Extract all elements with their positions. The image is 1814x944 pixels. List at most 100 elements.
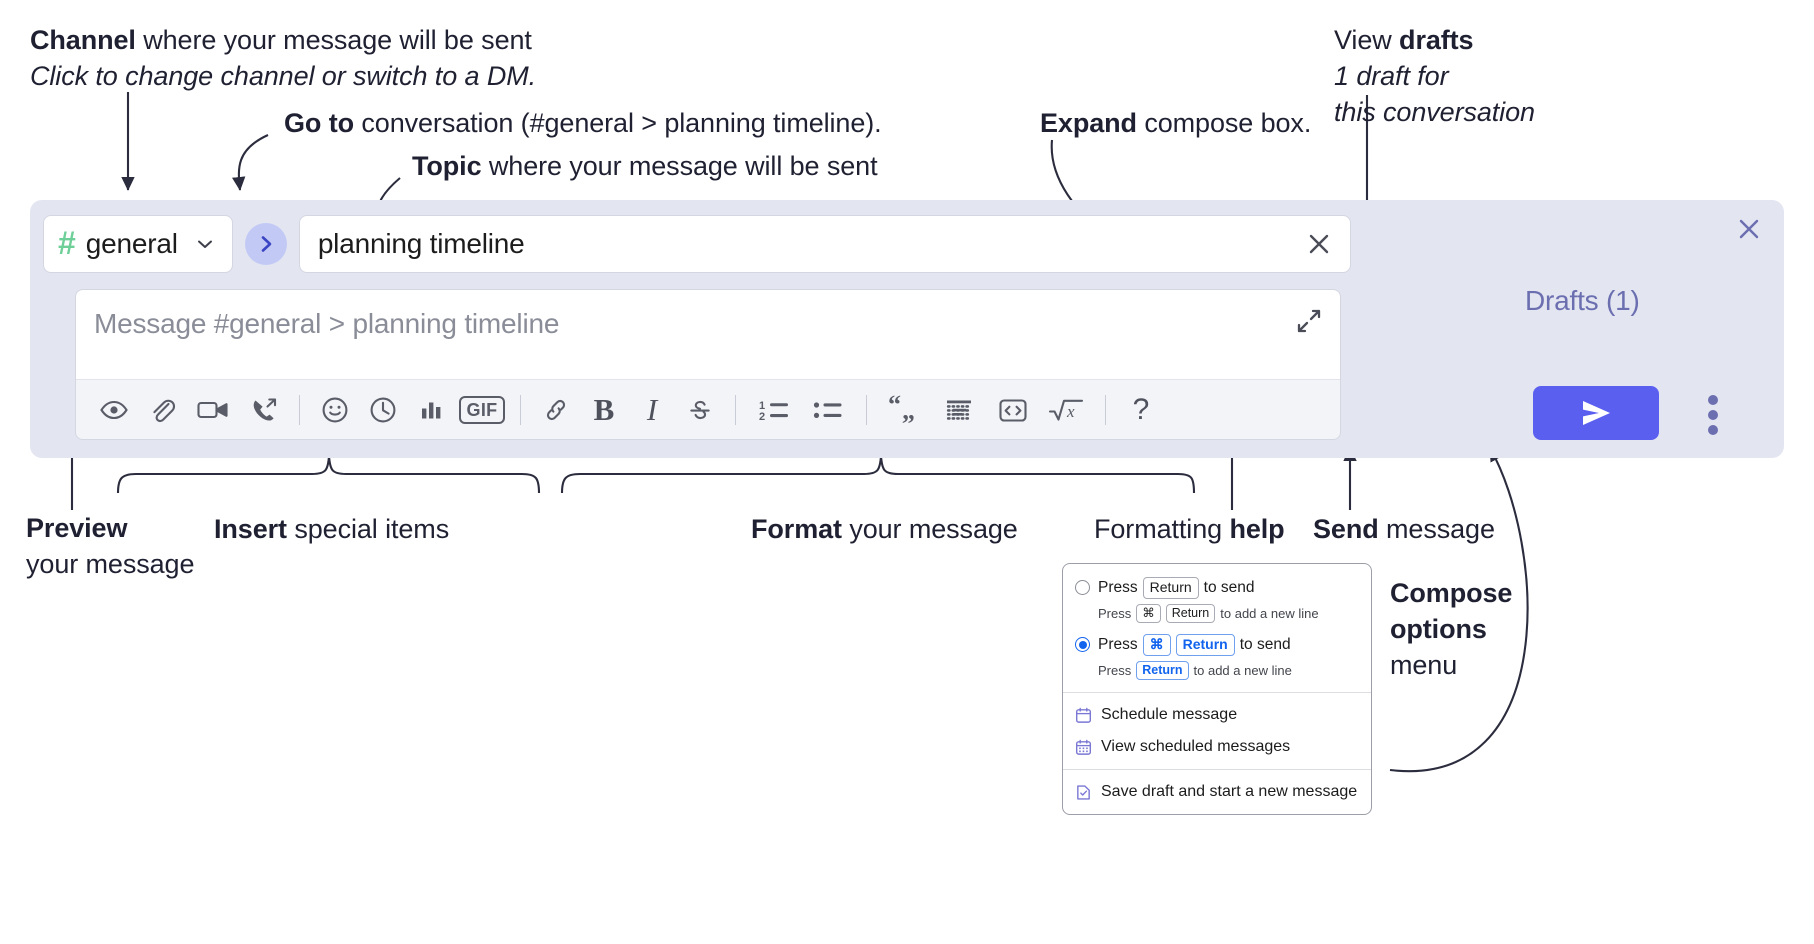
help-label: ? bbox=[1132, 392, 1150, 426]
code-block-icon[interactable] bbox=[932, 387, 986, 433]
annotation-drafts-lead: View bbox=[1334, 25, 1400, 55]
option-label: Press Return to send bbox=[1098, 577, 1255, 599]
document-check-icon bbox=[1077, 785, 1090, 800]
annotation-drafts-italic2: this conversation bbox=[1334, 97, 1535, 127]
expand-diagonal-icon[interactable] bbox=[1292, 304, 1326, 338]
menu-item-save-draft[interactable]: Save draft and start a new message bbox=[1063, 776, 1371, 808]
quote-icon[interactable]: “ „ bbox=[878, 387, 932, 433]
code-brackets-icon[interactable] bbox=[986, 387, 1040, 433]
calendar-clock-icon bbox=[1075, 707, 1092, 723]
formatting-toolbar: GIF B I bbox=[76, 379, 1340, 439]
annotation-preview: Preview your message bbox=[26, 510, 194, 582]
annotation-insert-bold: Insert bbox=[214, 514, 287, 544]
key-command: ⌘ bbox=[1136, 603, 1161, 624]
option-press-cmd-return-to-send[interactable]: Press ⌘ Return to send bbox=[1063, 631, 1371, 659]
compose-options-button[interactable] bbox=[1701, 392, 1725, 438]
schedule-section: Schedule message View scheduled messages bbox=[1063, 693, 1371, 769]
annotation-expand-rest: compose box. bbox=[1136, 108, 1312, 138]
separator-3 bbox=[735, 394, 736, 425]
press-word: Press bbox=[1098, 578, 1138, 596]
svg-text:„: „ bbox=[902, 396, 915, 425]
attach-file-button[interactable] bbox=[138, 387, 186, 433]
draft-section: Save draft and start a new message bbox=[1063, 770, 1371, 814]
menu-item-label: Save draft and start a new message bbox=[1101, 783, 1358, 801]
gif-icon[interactable]: GIF bbox=[455, 387, 509, 433]
annotation-help-lead: Formatting bbox=[1094, 514, 1230, 544]
sub-press-word: Press bbox=[1098, 662, 1132, 678]
menu-item-schedule-message[interactable]: Schedule message bbox=[1063, 699, 1371, 731]
video-camera-icon[interactable] bbox=[186, 387, 240, 433]
annotation-send-bold: Send bbox=[1313, 514, 1379, 544]
annotation-formatting-help: Formatting help bbox=[1094, 511, 1285, 547]
question-mark-icon[interactable]: ? bbox=[1117, 387, 1165, 433]
link-icon[interactable] bbox=[532, 387, 580, 433]
svg-text:1: 1 bbox=[759, 400, 765, 412]
message-input[interactable]: Message #general > planning timeline bbox=[75, 289, 1341, 440]
radio-selected-icon[interactable] bbox=[1075, 637, 1090, 653]
hash-icon: # bbox=[58, 225, 76, 261]
press-word: Press bbox=[1098, 635, 1138, 653]
menu-item-view-scheduled-messages[interactable]: View scheduled messages bbox=[1063, 731, 1371, 763]
annotation-send: Send message bbox=[1313, 511, 1495, 547]
topic-input[interactable]: planning timeline bbox=[298, 215, 1351, 273]
annotation-compose-bold2: options bbox=[1390, 614, 1487, 644]
separator-2 bbox=[520, 394, 521, 425]
annotation-topic-bold: Topic bbox=[412, 151, 482, 181]
bold-label: B bbox=[593, 392, 615, 427]
goto-conversation-button[interactable] bbox=[244, 223, 287, 265]
annotation-goto: Go to conversation (#general > planning … bbox=[284, 105, 882, 141]
compose-header-row: # general planning timeline bbox=[43, 214, 1351, 274]
bar-chart-icon[interactable] bbox=[407, 387, 455, 433]
gif-label: GIF bbox=[458, 395, 506, 424]
svg-text:2: 2 bbox=[759, 411, 765, 423]
annotation-expand-bold: Expand bbox=[1040, 108, 1137, 138]
italic-label: I bbox=[646, 392, 658, 427]
annotation-compose-bold1: Compose bbox=[1390, 578, 1513, 608]
menu-item-label: View scheduled messages bbox=[1101, 738, 1291, 756]
option-label: Press ⌘ Return to send bbox=[1098, 634, 1291, 656]
compose-options-menu: Press Return to send Press ⌘ Return to a… bbox=[1062, 563, 1372, 816]
annotation-channel-bold: Channel bbox=[30, 25, 136, 55]
radio-unselected-icon[interactable] bbox=[1075, 580, 1090, 596]
key-return: Return bbox=[1136, 660, 1189, 681]
strikethrough-icon[interactable] bbox=[676, 387, 724, 433]
annotation-topic-rest: where your message will be sent bbox=[481, 151, 878, 181]
smiley-icon[interactable] bbox=[311, 387, 359, 433]
clock-icon[interactable] bbox=[359, 387, 407, 433]
menu-divider bbox=[1063, 692, 1371, 694]
ordered-list-icon[interactable]: 1 2 bbox=[747, 387, 801, 433]
annotation-format-rest: your message bbox=[841, 514, 1018, 544]
annotation-format-bold: Format bbox=[751, 514, 842, 544]
chevron-down-icon bbox=[194, 233, 216, 255]
annotation-send-rest: message bbox=[1378, 514, 1495, 544]
annotation-topic: Topic where your message will be sent bbox=[412, 148, 878, 184]
preview-button[interactable] bbox=[90, 387, 138, 433]
to-send-word: to send bbox=[1239, 635, 1291, 653]
annotation-goto-bold: Go to bbox=[284, 108, 354, 138]
to-send-word: to send bbox=[1203, 578, 1255, 596]
annotation-drafts: View drafts 1 draft for this conversatio… bbox=[1334, 22, 1535, 130]
key-return: Return bbox=[1165, 603, 1216, 624]
option-return-subtext: Press ⌘ Return to add a new line bbox=[1063, 602, 1371, 626]
sub-press-word: Press bbox=[1098, 605, 1132, 621]
annotation-goto-rest: conversation (#general > planning timeli… bbox=[353, 108, 882, 138]
close-icon[interactable] bbox=[1732, 212, 1766, 246]
key-return: Return bbox=[1142, 577, 1199, 599]
send-button[interactable] bbox=[1533, 386, 1659, 440]
drafts-link[interactable]: Drafts (1) bbox=[1525, 285, 1640, 316]
bold-button[interactable]: B bbox=[580, 387, 628, 433]
option-press-return-to-send[interactable]: Press Return to send bbox=[1063, 574, 1371, 602]
square-root-x-icon[interactable]: x bbox=[1040, 387, 1094, 433]
annotation-compose-rest: menu bbox=[1390, 650, 1458, 680]
sub-suffix: to add a new line bbox=[1193, 662, 1292, 678]
compose-panel: # general planning timeline bbox=[30, 200, 1784, 458]
annotation-insert: Insert special items bbox=[214, 511, 449, 547]
bulleted-list-icon[interactable] bbox=[801, 387, 855, 433]
channel-selector[interactable]: # general bbox=[43, 215, 233, 273]
close-icon[interactable] bbox=[1302, 227, 1336, 261]
italic-button[interactable]: I bbox=[628, 387, 676, 433]
phone-arrow-icon[interactable] bbox=[240, 387, 288, 433]
channel-name-label: general bbox=[85, 228, 178, 259]
annotation-channel-rest: where your message will be sent bbox=[135, 25, 532, 55]
